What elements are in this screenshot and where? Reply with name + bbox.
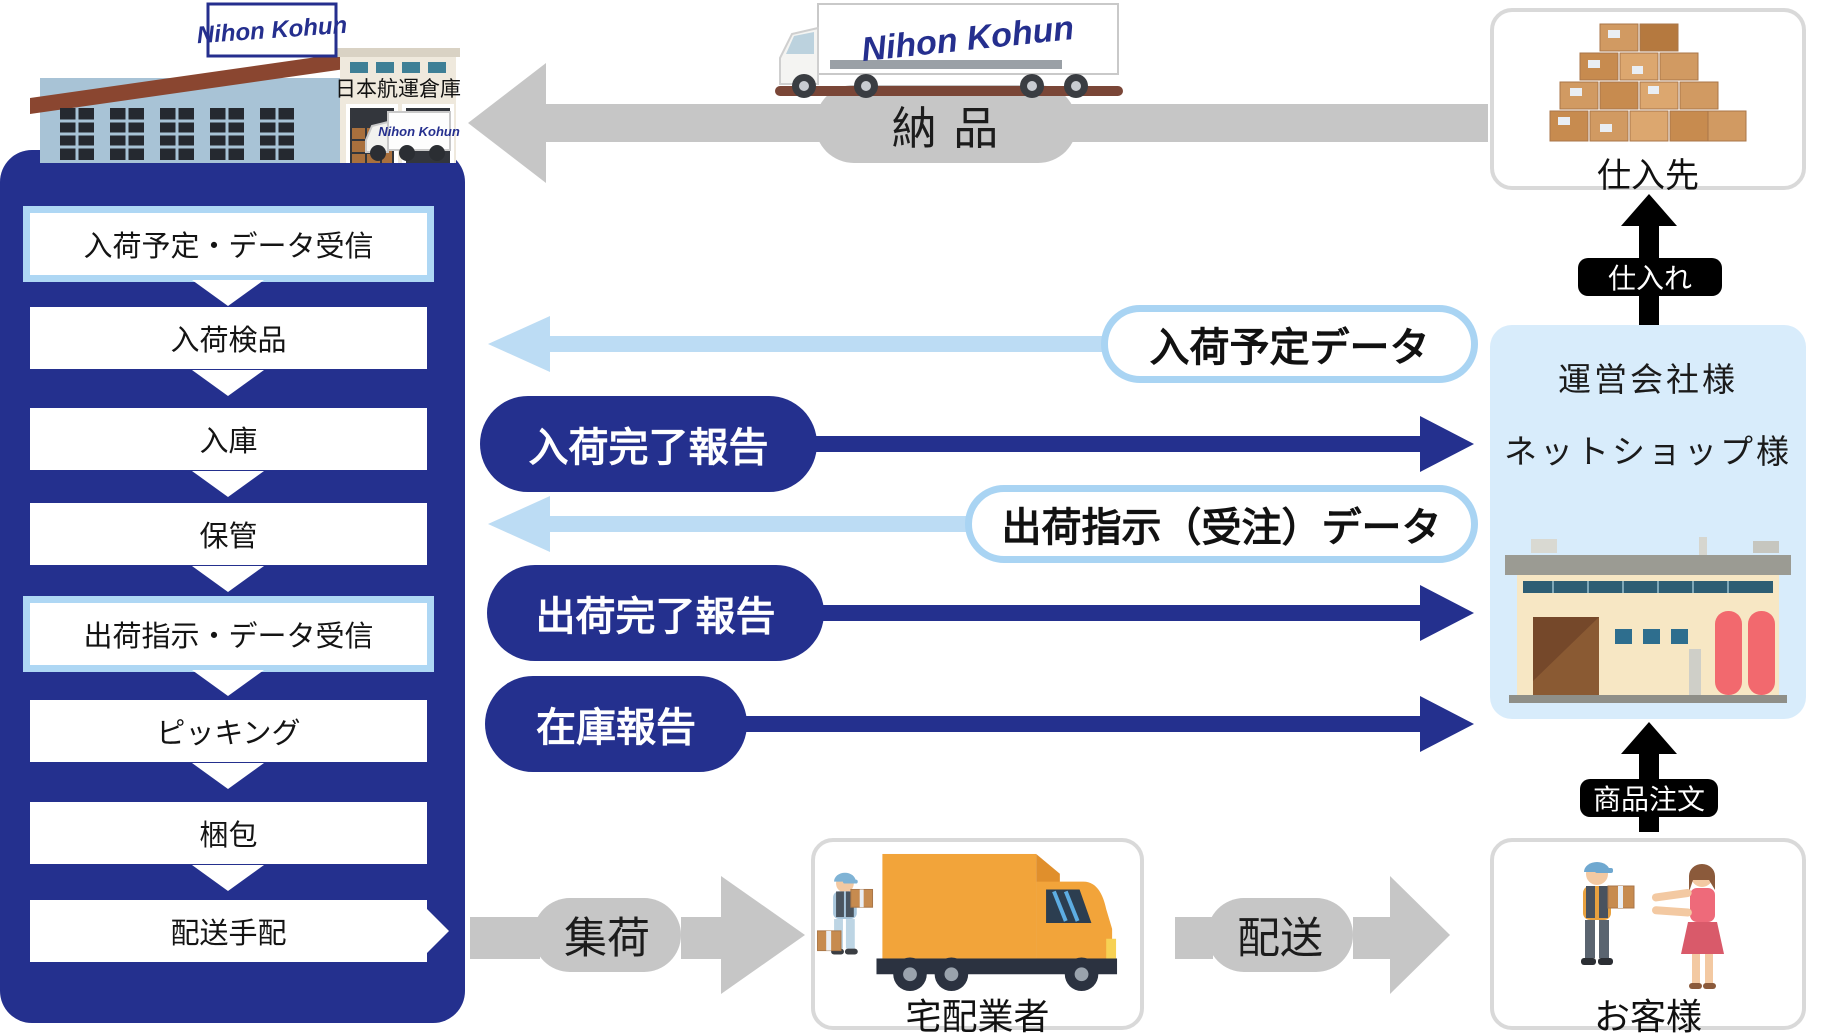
inbound-complete-arrow-shaft <box>800 436 1425 452</box>
purchase-label: 仕入れ <box>1607 263 1692 294</box>
stock-report-arrowhead-right-icon <box>1420 696 1474 752</box>
shipping-complete-pill: 出荷完了報告 <box>487 565 824 661</box>
delivery-label-capsule: 納 品 <box>815 85 1077 163</box>
carrier-truck-illustration <box>817 853 1118 992</box>
inbound-schedule-arrow-shaft <box>548 336 1108 352</box>
inbound-schedule-data-label: 入荷予定データ <box>1149 326 1430 370</box>
pickup-arrow-shaft2 <box>681 917 723 959</box>
brand-truck-illustration: Nihon Kohun <box>775 3 1123 98</box>
order-label: 商品注文 <box>1592 784 1705 815</box>
cardboard-stack-icon <box>1549 23 1747 142</box>
step-shipping-instruction-data: 出荷指示・データ受信 <box>30 603 427 665</box>
inbound-schedule-data-pill: 入荷予定データ <box>1101 305 1478 383</box>
operator-line1: 運営会社様 <box>1558 361 1738 398</box>
down-chevron-icon <box>192 865 264 891</box>
delivery-label: 納 品 <box>891 102 1001 154</box>
inbound-complete-arrowhead-right-icon <box>1420 416 1474 472</box>
stock-report-label: 在庫報告 <box>536 706 696 750</box>
step-incoming-inspection: 入荷検品 <box>30 307 427 369</box>
inbound-complete-label: 入荷完了報告 <box>528 426 769 470</box>
down-chevron-icon <box>192 670 264 696</box>
inbound-schedule-arrowhead-left-icon <box>488 316 550 372</box>
order-arrowhead-up-icon <box>1621 722 1677 754</box>
step-out-arrow-icon <box>427 909 449 953</box>
pickup-label-capsule: 集荷 <box>533 898 681 972</box>
down-chevron-icon <box>192 566 264 592</box>
delivery2-label: 配送 <box>1237 915 1323 963</box>
shipping-complete-arrow-shaft <box>805 605 1425 621</box>
customer-box: お客様 <box>1490 838 1806 1034</box>
customer-label: お客様 <box>1593 996 1702 1034</box>
down-chevron-icon <box>192 763 264 789</box>
shipping-instruction-arrow-shaft <box>548 516 973 532</box>
shipping-instruction-data-pill: 出荷指示（受注）データ <box>965 485 1478 563</box>
warehouse-sign-text: 日本航運倉庫 <box>335 78 461 101</box>
delivery2-arrowhead-right-icon <box>1390 876 1450 994</box>
step-delivery-arrangement: 配送手配 <box>30 900 427 962</box>
step-warehousing: 入庫 <box>30 408 427 470</box>
operator-building-illustration <box>1505 537 1791 703</box>
down-chevron-icon <box>192 471 264 497</box>
warehouse-illustration: 日本航運倉庫 Nihon Kohun Nihon Kohun <box>30 2 461 163</box>
order-pill: 商品注文 <box>1580 779 1718 817</box>
carrier-box: 宅配業者 <box>811 838 1144 1034</box>
delivery2-label-capsule: 配送 <box>1207 898 1353 972</box>
purchase-arrowhead-up-icon <box>1621 194 1677 226</box>
operator-line2: ネットショップ様 <box>1504 433 1792 470</box>
shipping-complete-arrowhead-right-icon <box>1420 585 1474 641</box>
stock-report-pill: 在庫報告 <box>485 676 747 772</box>
step-packing: 梱包 <box>30 802 427 864</box>
shipping-complete-label: 出荷完了報告 <box>535 595 776 639</box>
inbound-complete-pill: 入荷完了報告 <box>480 396 817 492</box>
purchase-pill: 仕入れ <box>1578 258 1722 296</box>
operator-box: 運営会社様 ネットショップ様 <box>1490 325 1806 719</box>
step-storage: 保管 <box>30 503 427 565</box>
carrier-label: 宅配業者 <box>905 996 1050 1034</box>
customer-illustration <box>1581 862 1724 989</box>
warehouse-logo-sign: Nihon Kohun <box>196 2 348 58</box>
down-chevron-icon <box>192 370 264 396</box>
step-receive-schedule-data: 入荷予定・データ受信 <box>30 213 427 275</box>
down-chevron-icon <box>192 280 264 306</box>
pickup-arrow-shaft <box>470 917 540 959</box>
delivery2-arrow-shaft2 <box>1353 917 1393 959</box>
supplier-box: 仕入先 <box>1490 8 1806 195</box>
step-picking: ピッキング <box>30 700 427 762</box>
small-truck-logo: Nihon Kohun <box>378 124 460 139</box>
shipping-instruction-data-label: 出荷指示（受注）データ <box>1001 506 1442 550</box>
small-truck-icon: Nihon Kohun <box>365 111 460 161</box>
delivery-arrowhead-left-icon <box>468 63 546 183</box>
supplier-label: 仕入先 <box>1597 157 1699 195</box>
pickup-arrowhead-right-icon <box>721 876 805 994</box>
pickup-label: 集荷 <box>564 915 650 963</box>
stock-report-arrow-shaft <box>730 716 1425 732</box>
delivery2-arrow-shaft <box>1175 917 1213 959</box>
shipping-instruction-arrowhead-left-icon <box>488 496 550 552</box>
